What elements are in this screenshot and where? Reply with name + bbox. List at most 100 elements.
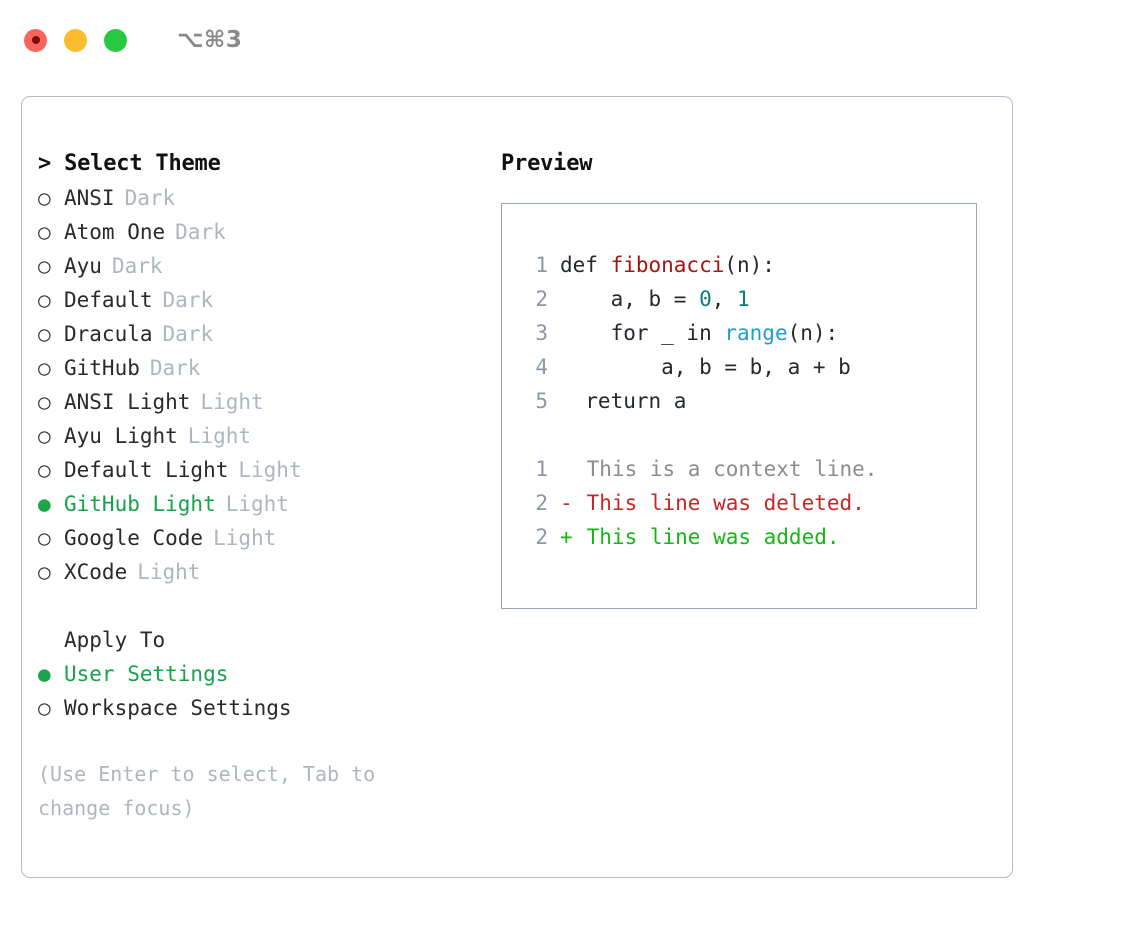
code-line: 2 a, b = 0, 1 [522,282,976,316]
diff-sample: 1 This is a context line.2- This line wa… [522,452,976,554]
theme-option-dracula[interactable]: ○ Dracula Dark [38,317,488,351]
theme-option-category-tag: Dark [175,220,226,244]
diff-marker-icon: - [560,491,573,515]
code-line-number: 2 [535,287,548,311]
code-line-number: 5 [535,389,548,413]
radio-unselected-icon: ○ [38,322,51,346]
radio-selected-icon: ● [38,492,51,516]
apply-to-option-label: User Settings [64,662,229,686]
theme-option-category-tag: Light [213,526,277,550]
theme-option-github-light[interactable]: ● GitHub Light Light [38,487,488,521]
code-token-number: 1 [737,287,750,311]
theme-option-label: GitHub [64,356,140,380]
diff-line-number: 2 [535,491,548,515]
code-line: 1 def fibonacci(n): [522,248,976,282]
apply-to-option-label: Workspace Settings [64,696,292,720]
maximize-button[interactable] [104,28,127,52]
theme-option-category-tag: Dark [111,254,163,278]
code-token-plain: (n): [787,321,839,345]
radio-unselected-icon: ○ [38,220,51,244]
keyboard-hint-text: (Use Enter to select, Tab to change focu… [38,762,376,820]
radio-selected-icon: ● [38,662,51,686]
diff-line-text: This line was deleted. [574,491,865,515]
theme-option-label: Default [64,288,153,312]
minimize-button[interactable] [64,28,87,52]
theme-option-category-tag: Light [187,424,252,448]
code-token-builtin: range [724,321,788,345]
theme-option-label: ANSI Light [64,390,191,414]
apply-to-list[interactable]: ● User Settings ○ Workspace Settings [38,657,488,725]
code-token-plain: (n): [724,253,775,277]
apply-to-option-workspace-settings[interactable]: ○ Workspace Settings [38,691,488,725]
theme-option-ayu-light[interactable]: ○ Ayu Light Light [38,419,488,453]
theme-option-label: Ayu Light [64,424,178,448]
theme-option-category-tag: Light [225,492,289,516]
apply-to-option-user-settings[interactable]: ● User Settings [38,657,488,691]
theme-option-atom-one[interactable]: ○ Atom One Dark [38,215,488,249]
recording-indicator-icon [31,36,40,44]
diff-marker-icon: + [560,525,573,549]
theme-option-label: Default Light [64,458,229,482]
code-line-number: 4 [535,355,548,379]
radio-unselected-icon: ○ [38,186,51,210]
close-button[interactable] [24,28,47,52]
theme-option-ayu[interactable]: ○ Ayu Dark [38,249,488,283]
theme-picker-header: > Select Theme [38,151,221,176]
code-token-plain: def [560,253,611,277]
code-line-number: 1 [535,253,548,277]
code-token-plain: , [711,287,738,311]
code-line: 3 for _ in range(n): [522,316,976,350]
theme-option-category-tag: Light [137,560,201,584]
diff-line-number: 1 [535,457,548,481]
theme-option-category-tag: Dark [162,322,214,346]
theme-option-default[interactable]: ○ Default Dark [38,283,488,317]
radio-unselected-icon: ○ [38,288,51,312]
theme-option-category-tag: Dark [149,356,201,380]
theme-option-category-tag: Dark [162,288,214,312]
keyboard-shortcut-label: ⌥⌘3 [177,27,243,53]
radio-unselected-icon: ○ [38,560,51,584]
apply-to-header: Apply To [64,628,166,652]
theme-option-label: Google Code [64,526,204,550]
theme-option-github[interactable]: ○ GitHub Dark [38,351,488,385]
traffic-lights [24,28,127,52]
theme-option-label: Atom One [64,220,166,244]
theme-option-label: GitHub Light [64,492,216,516]
code-line-number: 3 [535,321,548,345]
code-line: 4 a, b = b, a + b [522,350,976,384]
diff-line-deleted: 2- This line was deleted. [522,486,976,520]
radio-unselected-icon: ○ [38,356,51,380]
diff-line-added: 2 + This line was added. [522,520,976,554]
code-token-number: 0 [699,287,712,311]
code-token-function: fibonacci [610,253,725,277]
theme-option-label: Ayu [64,254,102,278]
theme-option-label: Dracula [64,322,153,346]
code-token-plain: a, b = [560,287,700,311]
radio-unselected-icon: ○ [38,424,51,448]
code-line: 5 return a [522,384,976,418]
preview-header: Preview [501,151,593,176]
diff-line-number: 2 [535,525,548,549]
code-token-plain: for _ in [560,321,725,345]
diff-line-text: This line was added. [574,525,840,549]
code-token-plain: a, b = b, a + b [560,355,851,379]
theme-option-category-tag: Light [238,458,302,482]
theme-option-label: XCode [64,560,128,584]
code-token-plain: return a [560,389,687,413]
radio-unselected-icon: ○ [38,254,51,278]
apply-to-section: Apply To ● User Settings ○ Workspace Settin… [38,623,488,725]
theme-option-xcode[interactable]: ○ XCode Light [38,555,488,589]
theme-option-category-tag: Dark [124,186,176,210]
radio-unselected-icon: ○ [38,390,51,414]
radio-unselected-icon: ○ [38,696,51,720]
